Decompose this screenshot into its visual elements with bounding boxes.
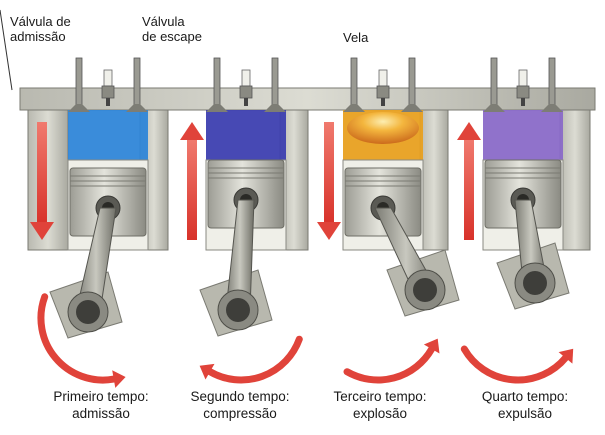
stroke-title-1: Primeiro tempo:: [53, 389, 149, 404]
combustion-chamber: [206, 110, 286, 160]
stroke-caption-2: Segundo tempo: compressão: [165, 388, 315, 422]
piston-arrow-down-icon: [317, 222, 341, 240]
spark-plug-body: [101, 85, 115, 99]
piston-arrow-shaft: [187, 138, 197, 240]
combustion-chamber: [483, 110, 563, 160]
spark-plug-body: [376, 85, 390, 99]
stroke-caption-1: Primeiro tempo: admissão: [26, 388, 176, 422]
engine-block-pillar: [559, 109, 591, 251]
explosion-flame: [347, 112, 419, 144]
intake-valve-stem: [75, 57, 83, 111]
cylinder-4: [457, 57, 574, 384]
intake-valve-stem: [213, 57, 221, 111]
piston-arrow-up-icon: [180, 122, 204, 140]
spark-plug-tip: [381, 98, 385, 106]
intake-valve-head: [206, 104, 228, 112]
exhaust-valve-head: [264, 104, 286, 112]
piston-arrow-shaft: [464, 138, 474, 240]
exhaust-valve-stem: [408, 57, 416, 111]
label-leader-line: [0, 9, 13, 91]
intake-valve-label-line2: admissão: [10, 29, 66, 44]
stroke-caption-3: Terceiro tempo: explosão: [305, 388, 455, 422]
cylinder-2: [180, 57, 303, 384]
spark-plug-body: [239, 85, 253, 99]
exhaust-valve-label-line1: Válvula: [142, 14, 185, 29]
intake-valve-head: [343, 104, 365, 112]
exhaust-valve-label: Válvula de escape: [142, 14, 202, 44]
piston-arrow-down-icon: [30, 222, 54, 240]
crank-rotation-arrowhead-icon: [558, 348, 574, 364]
combustion-chamber: [68, 110, 148, 160]
stroke-title-2: Segundo tempo:: [190, 389, 290, 404]
spark-plug-tip: [244, 98, 248, 106]
exhaust-valve-head: [401, 104, 423, 112]
exhaust-valve-head: [126, 104, 148, 112]
stroke-title-3: Terceiro tempo:: [333, 389, 427, 404]
piston-arrow-shaft: [324, 122, 334, 224]
cylinder-3: [317, 57, 460, 384]
intake-valve-stem: [490, 57, 498, 111]
spark-plug-insulator: [103, 69, 113, 87]
spark-plug-tip: [521, 98, 525, 106]
piston-arrow-shaft: [37, 122, 47, 224]
stroke-subtitle-3: explosão: [352, 406, 408, 421]
exhaust-valve-label-line2: de escape: [142, 29, 202, 44]
intake-valve-head: [483, 104, 505, 112]
stroke-title-4: Quarto tempo:: [481, 389, 569, 404]
crank-journal-hole: [226, 298, 250, 322]
exhaust-valve-stem: [271, 57, 279, 111]
crank-rotation-arc: [206, 335, 303, 384]
crank-rotation-arc: [343, 345, 436, 384]
exhaust-valve-head: [541, 104, 563, 112]
engine-block-pillar: [419, 109, 449, 251]
cylinder-1: [30, 57, 149, 388]
crank-journal-hole: [413, 278, 437, 302]
spark-plug-insulator: [518, 69, 528, 87]
stroke-subtitle-2: compressão: [203, 406, 277, 421]
stroke-caption-4: Quarto tempo: expulsão: [450, 388, 600, 422]
crank-journal-hole: [76, 300, 100, 324]
exhaust-valve-stem: [548, 57, 556, 111]
crank-rotation-arc: [37, 293, 118, 384]
spark-plug-insulator: [378, 69, 388, 87]
spark-plug-body: [516, 85, 530, 99]
piston-arrow-up-icon: [457, 122, 481, 140]
stroke-subtitle-1: admissão: [72, 406, 130, 421]
crank-rotation-arrowhead-icon: [199, 363, 215, 380]
intake-valve-head: [68, 104, 90, 112]
crank-rotation-arrowhead-icon: [423, 338, 440, 354]
crank-journal-hole: [523, 271, 547, 295]
crank-rotation-arc: [460, 345, 569, 384]
spark-plug-insulator: [241, 69, 251, 87]
spark-plug-label: Vela: [343, 30, 369, 45]
stroke-subtitle-4: expulsão: [497, 406, 553, 421]
crank-rotation-arrowhead-icon: [112, 370, 126, 388]
intake-valve-stem: [350, 57, 358, 111]
spark-plug-tip: [106, 98, 110, 106]
intake-valve-label-line1: Válvula de: [10, 14, 71, 29]
exhaust-valve-stem: [133, 57, 141, 111]
intake-valve-label: Válvula de admissão: [10, 14, 71, 44]
